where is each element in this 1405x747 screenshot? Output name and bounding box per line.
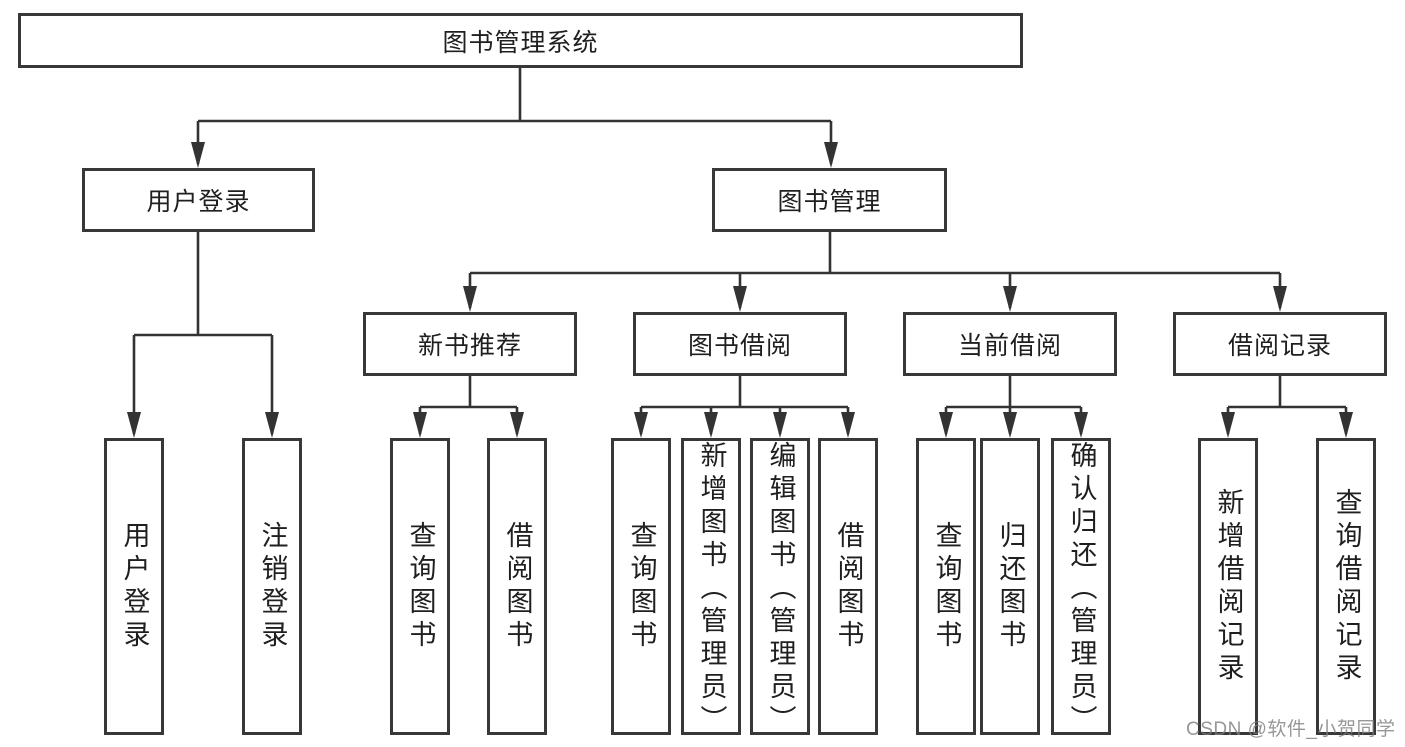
leaf-query-books-recommend: 查询图书 [390, 438, 450, 735]
leaf-borrow-books: 借阅图书 [818, 438, 878, 735]
arrowheads [127, 142, 1353, 438]
leaf-edit-books-admin: 编辑图书（管理员） [750, 438, 810, 738]
leaf-confirm-return-admin: 确认归还（管理员） [1051, 438, 1111, 738]
leaf-edit-books-admin-label: 编辑图书（管理员） [765, 441, 796, 738]
leaf-user-login: 用户登录 [104, 438, 164, 735]
leaf-return-books-label: 归还图书 [995, 520, 1026, 653]
node-book-management: 图书管理 [712, 168, 947, 232]
leaf-confirm-return-admin-label: 确认归还（管理员） [1066, 441, 1097, 738]
leaf-query-books-borrow: 查询图书 [611, 438, 671, 735]
leaf-add-books-admin: 新增图书（管理员） [681, 438, 741, 738]
leaf-borrow-books-recommend-label: 借阅图书 [502, 520, 533, 653]
node-current-borrowing: 当前借阅 [903, 312, 1117, 376]
leaf-add-books-admin-label: 新增图书（管理员） [696, 441, 727, 738]
leaf-query-books-borrow-label: 查询图书 [626, 520, 657, 653]
leaf-query-borrow-record: 查询借阅记录 [1316, 438, 1376, 735]
leaf-query-books-current: 查询图书 [916, 438, 976, 735]
node-user-login: 用户登录 [82, 168, 315, 232]
leaf-query-borrow-record-label: 查询借阅记录 [1331, 487, 1362, 686]
leaf-add-borrow-record-label: 新增借阅记录 [1213, 487, 1244, 686]
leaf-borrow-books-label: 借阅图书 [833, 520, 864, 653]
csdn-watermark: CSDN @软件_小贺同学 [1186, 719, 1396, 740]
leaf-borrow-books-recommend: 借阅图书 [487, 438, 547, 735]
leaf-logout-label: 注销登录 [257, 520, 288, 653]
node-borrowing-records: 借阅记录 [1173, 312, 1387, 376]
leaf-return-books: 归还图书 [980, 438, 1040, 735]
leaf-user-login-label: 用户登录 [119, 520, 150, 653]
leaf-query-books-recommend-label: 查询图书 [405, 520, 436, 653]
leaf-logout: 注销登录 [242, 438, 302, 735]
leaf-query-books-current-label: 查询图书 [931, 520, 962, 653]
node-book-borrowing: 图书借阅 [633, 312, 847, 376]
node-new-book-recommendation: 新书推荐 [363, 312, 577, 376]
leaf-add-borrow-record: 新增借阅记录 [1198, 438, 1258, 735]
node-root-library-management-system: 图书管理系统 [18, 13, 1023, 68]
